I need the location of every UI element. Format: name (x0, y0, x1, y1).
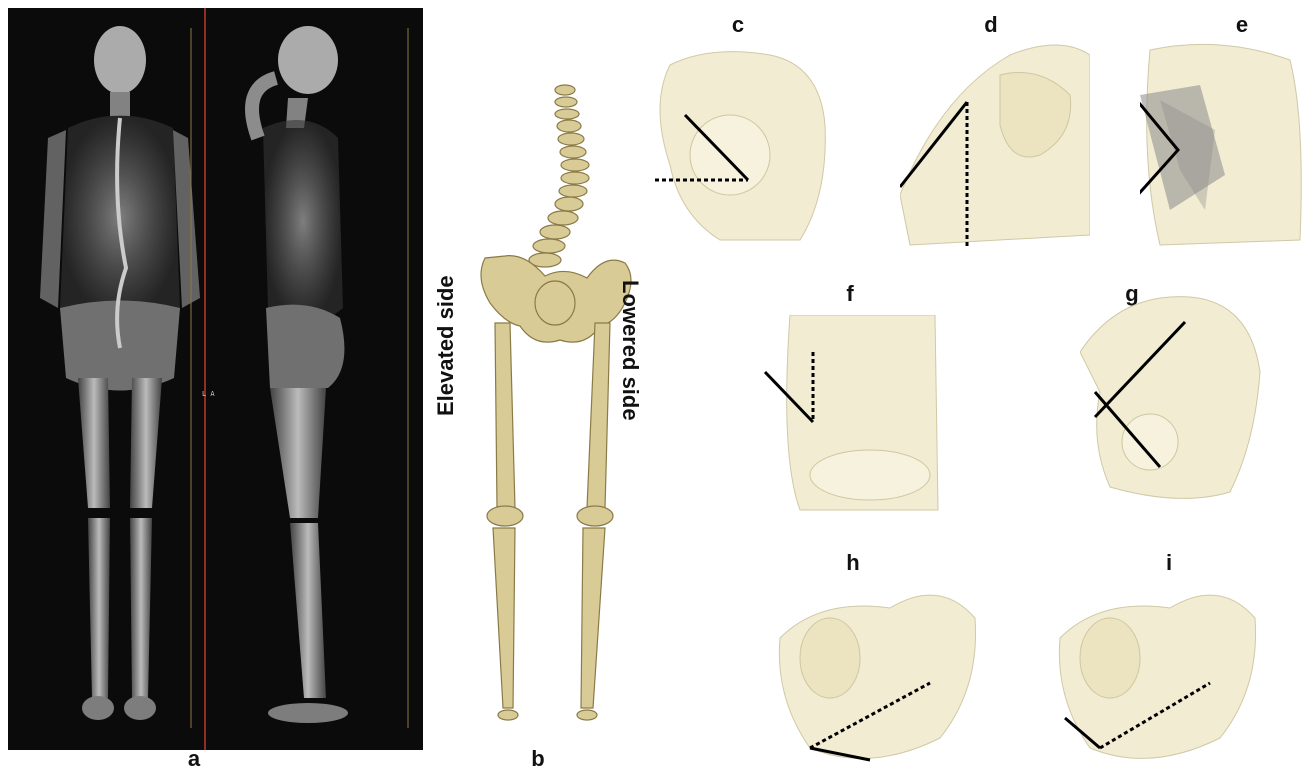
pelvis-view-e (1140, 40, 1305, 250)
panel-label-f: f (835, 283, 865, 305)
pelvis-view-i (1050, 578, 1265, 773)
panel-label-i: i (1154, 552, 1184, 574)
right-tibia (581, 528, 605, 708)
lowered-side-label: Lowered side (617, 280, 643, 421)
panel-label-b: b (523, 748, 553, 770)
left-tibia (493, 528, 515, 708)
pelvis-view-c (630, 45, 830, 245)
spine (529, 85, 589, 267)
pelvis-view-h (770, 578, 985, 773)
pelvis-view-g (1080, 292, 1270, 512)
left-femur (495, 323, 515, 508)
pelvis-view-f (760, 315, 940, 515)
pelvis-view-d (900, 35, 1090, 250)
orientation-marker: L A (202, 390, 215, 398)
panel-label-d: d (976, 14, 1006, 36)
right-femur (587, 323, 610, 508)
panel-label-h: h (838, 552, 868, 574)
panel-label-c: c (723, 14, 753, 36)
panel-label-a: a (179, 748, 209, 770)
panel-label-e: e (1227, 14, 1257, 36)
xray-panel (8, 8, 423, 750)
elevated-side-label: Elevated side (433, 275, 459, 416)
